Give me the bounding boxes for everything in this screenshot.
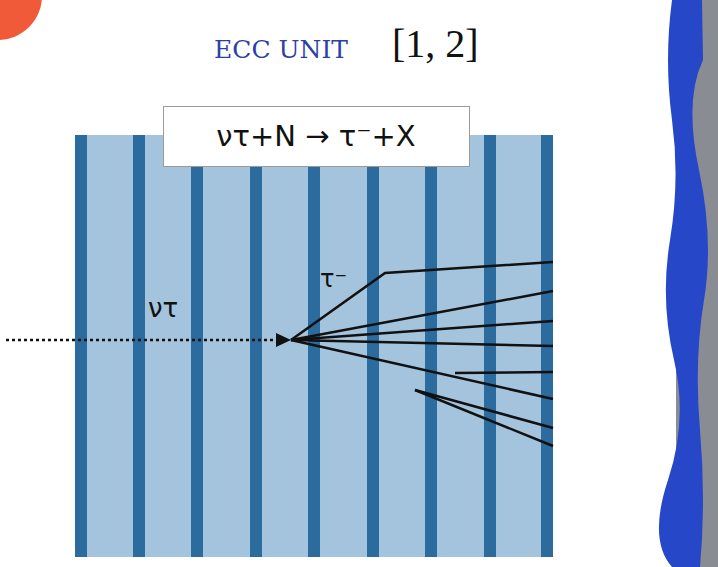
neutrino-arrowhead xyxy=(276,333,291,347)
particle-label: ντ xyxy=(148,294,178,323)
neutrino-path xyxy=(6,339,280,342)
slide-title: ECC UNIT xyxy=(214,36,348,64)
corner-disc xyxy=(0,0,42,40)
reaction-box: ντ+N → τ⁻+X xyxy=(163,106,470,167)
side-bar xyxy=(659,0,708,567)
lead-plates xyxy=(75,135,553,557)
reference-number: [1, 2] xyxy=(392,22,479,66)
emulsion-block xyxy=(75,135,553,557)
reaction-text: ντ+N → τ⁻+X xyxy=(216,119,415,153)
particle-tracks xyxy=(291,262,553,446)
particle-label: τ⁻ xyxy=(320,266,347,292)
